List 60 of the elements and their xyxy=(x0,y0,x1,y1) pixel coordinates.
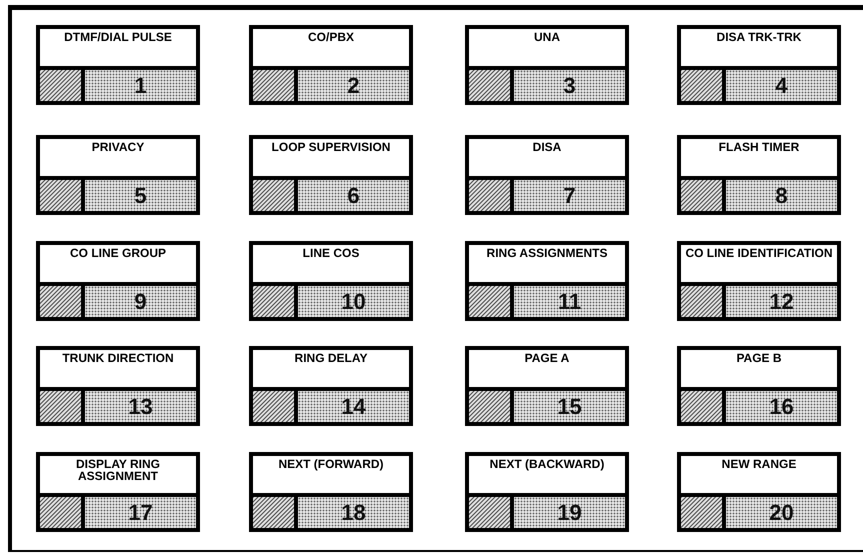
function-key xyxy=(249,135,413,215)
key-number: 6 xyxy=(347,182,360,208)
function-key xyxy=(249,25,413,105)
key-number: 7 xyxy=(563,182,576,208)
function-key xyxy=(465,135,629,215)
key-number: 1 xyxy=(134,72,147,98)
key-number: 12 xyxy=(769,288,794,314)
function-key xyxy=(249,241,413,321)
key-label: PAGE B xyxy=(736,352,782,364)
function-key xyxy=(249,346,413,426)
key-label: NEW RANGE xyxy=(722,458,796,470)
key-number: 14 xyxy=(341,394,366,420)
key-label: CO LINE GROUP xyxy=(70,247,166,259)
key-label: DTMF/DIAL PULSE xyxy=(64,31,172,43)
key-number: 16 xyxy=(769,394,794,420)
function-key xyxy=(465,25,629,105)
key-label: PAGE A xyxy=(524,352,570,364)
function-key xyxy=(465,241,629,321)
function-key xyxy=(36,346,200,426)
key-label: RING ASSIGNMENTS xyxy=(486,247,608,259)
function-key xyxy=(677,135,841,215)
key-label: NEXT (BACKWARD) xyxy=(490,458,604,470)
key-label: DISA TRK-TRK xyxy=(716,31,802,43)
key-number: 15 xyxy=(557,394,582,420)
key-label: FLASH TIMER xyxy=(718,141,800,153)
key-number: 8 xyxy=(775,182,788,208)
function-key xyxy=(465,452,629,532)
function-key xyxy=(677,25,841,105)
key-number: 17 xyxy=(128,500,153,526)
key-label: CO/PBX xyxy=(308,31,354,43)
key-number: 9 xyxy=(134,288,147,314)
key-label: TRUNK DIRECTION xyxy=(62,352,174,364)
key-label: DISPLAY RING ASSIGNMENT xyxy=(74,458,162,482)
function-key xyxy=(249,452,413,532)
key-number: 2 xyxy=(347,72,360,98)
key-number: 10 xyxy=(341,288,366,314)
key-label: DISA xyxy=(532,141,562,153)
function-key xyxy=(36,241,200,321)
key-number: 19 xyxy=(557,500,582,526)
function-key xyxy=(36,452,200,532)
key-label: NEXT (FORWARD) xyxy=(278,458,384,470)
function-key xyxy=(36,25,200,105)
key-number: 4 xyxy=(775,72,788,98)
key-number: 18 xyxy=(341,500,366,526)
key-number: 13 xyxy=(128,394,153,420)
function-key xyxy=(36,135,200,215)
key-number: 3 xyxy=(563,72,576,98)
key-number: 20 xyxy=(769,500,794,526)
key-label: RING DELAY xyxy=(294,352,368,364)
key-label: UNA xyxy=(534,31,560,43)
function-key xyxy=(677,346,841,426)
function-key xyxy=(465,346,629,426)
key-number: 5 xyxy=(134,182,147,208)
key-label: LOOP SUPERVISION xyxy=(272,141,390,153)
function-key xyxy=(677,241,841,321)
function-key xyxy=(677,452,841,532)
key-label: CO LINE IDENTIFICATION xyxy=(685,247,833,259)
key-label: LINE COS xyxy=(302,247,360,259)
key-number: 11 xyxy=(558,288,582,314)
key-label: PRIVACY xyxy=(92,141,144,153)
